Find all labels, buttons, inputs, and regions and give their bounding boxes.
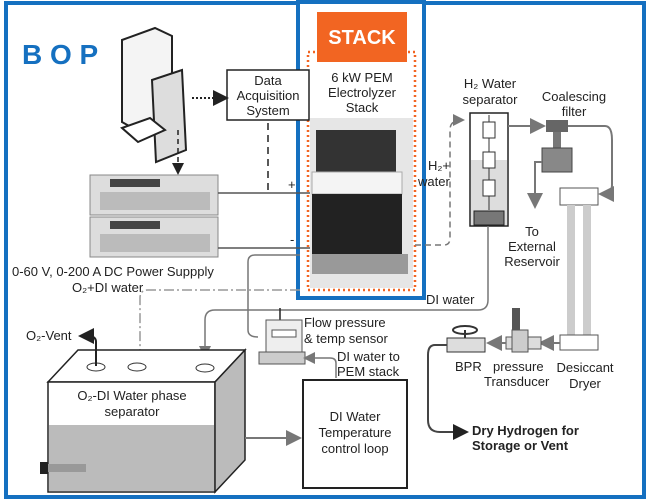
di-water-label: DI water [426,292,475,307]
pressure-transducer-icon [505,308,542,353]
desiccant-dryer-icon [559,187,599,351]
h2-water-label: H₂+water [417,158,450,189]
di-water-return-line [199,226,489,358]
h2-water-separator-icon [469,112,509,227]
electrolyzer-stack-image [310,118,413,288]
plus-sign: + [288,177,296,192]
bpr-label: BPR [455,359,482,374]
stack-badge-text: STACK [328,27,396,49]
external-reservoir-flow [527,161,543,209]
stack-badge [317,12,407,62]
computer-icon [120,26,188,164]
bop-title: B O P [22,39,98,70]
h2-water-flow [415,114,465,246]
phase-separator-tank [40,348,247,494]
loop-sensor-flow [303,352,337,378]
stack-sensor-line [247,254,300,338]
temperature-loop-box [302,379,408,489]
power-supply-icon [89,174,219,258]
o2-vent-flow [78,328,97,366]
o2-di-water-line [134,289,300,363]
minus-sign: - [290,232,294,247]
flow-pressure-sensor-icon [258,308,306,365]
power-supply-label: 0-60 V, 0-200 A DC Power Suppply [12,264,214,279]
o2-di-water-label: O₂+DI water [72,280,144,295]
flow-sensor-label: Flow pressure& temp sensor [304,315,388,346]
o2-vent-label: O₂-Vent [26,328,72,343]
dry-hydrogen-flow [427,344,469,440]
coalescing-filter-icon [541,120,573,173]
bpr-valve-icon [446,325,486,353]
filter-dryer-flow [568,125,615,202]
stack-dotted-outline [306,50,417,292]
